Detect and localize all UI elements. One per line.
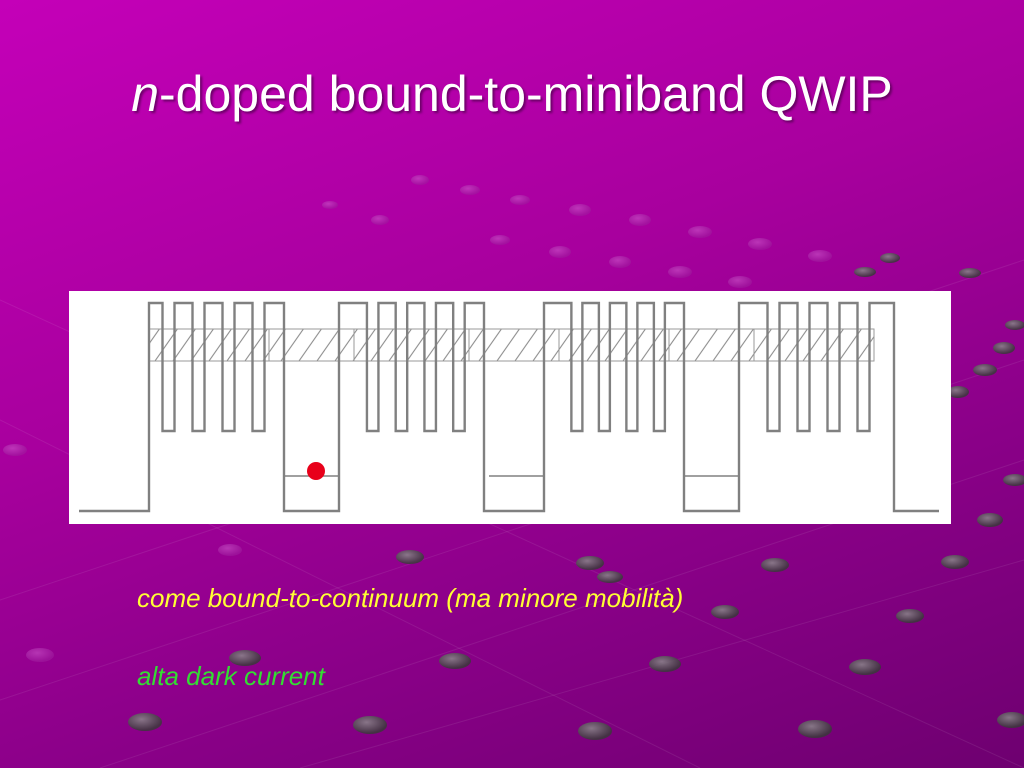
note-dark-current: alta dark current: [137, 661, 325, 691]
miniband-hatch-group: [148, 328, 875, 362]
miniband-hatch-bridge: [268, 328, 355, 362]
miniband-hatch-bridge: [668, 328, 755, 362]
miniband-hatch: [558, 328, 670, 362]
slide-title: n-doped bound-to-miniband QWIP: [0, 62, 1024, 126]
title-text: -doped bound-to-miniband QWIP: [159, 66, 893, 122]
band-diagram: [79, 301, 939, 513]
band-diagram-panel: [69, 291, 951, 524]
electron-dot: [307, 462, 325, 480]
potential-profile-line: [79, 301, 939, 513]
miniband-hatch: [353, 328, 470, 362]
miniband-hatch-bridge: [468, 328, 560, 362]
title-italic-n: n: [131, 66, 160, 122]
note-bound-to-continuum: come bound-to-continuum (ma minore mobil…: [137, 583, 684, 613]
miniband-hatch: [753, 328, 875, 362]
miniband-hatch: [148, 328, 270, 362]
